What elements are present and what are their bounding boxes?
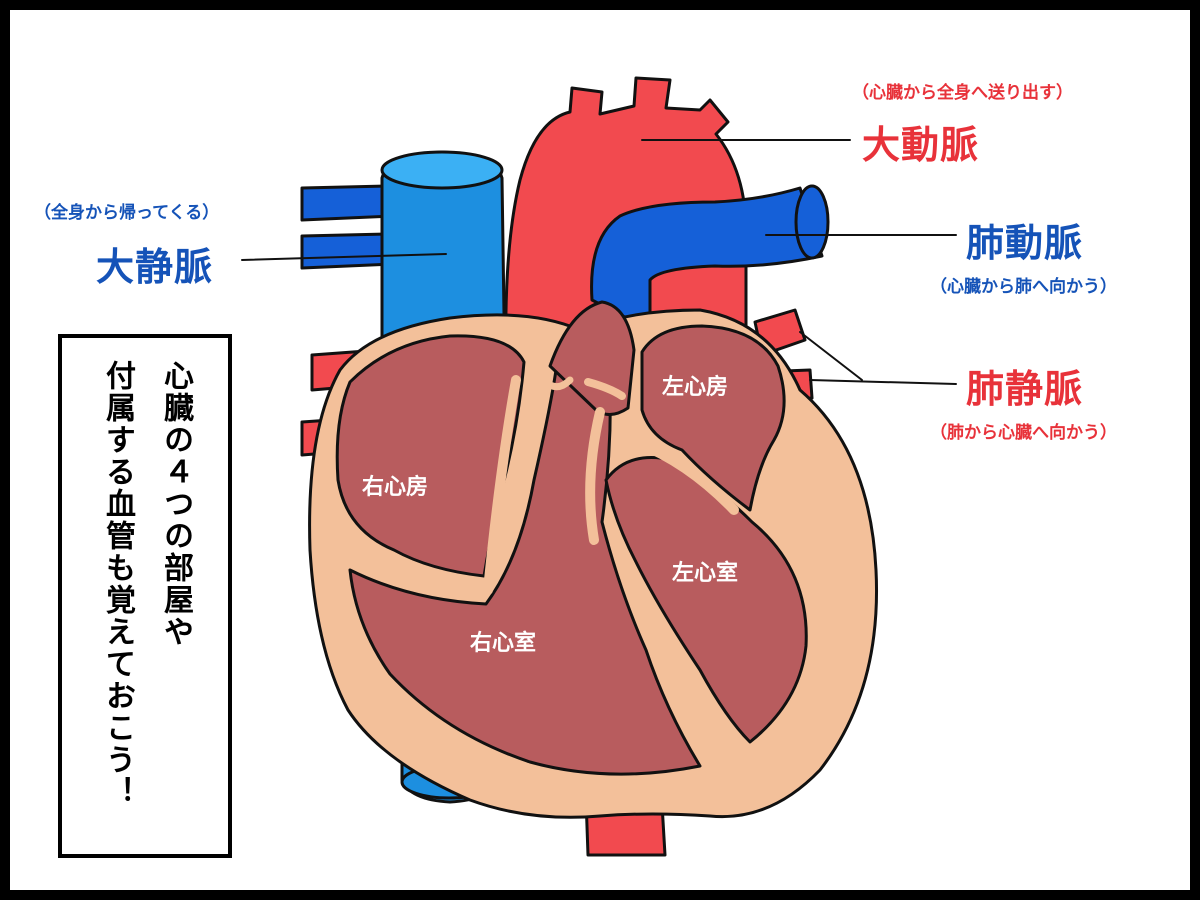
memo-line-1: 心臓の４つの部屋や	[158, 360, 193, 648]
vena-cava-description: （全身から帰ってくる）	[34, 203, 220, 223]
septum-strand-4	[584, 378, 626, 400]
right-atrium-label: 右心房	[362, 474, 428, 500]
septum-strand-2	[585, 407, 605, 545]
aorta-label: 大動脈	[862, 123, 980, 167]
pulmonary-vein-description: （肺から心臓へ向かう）	[930, 423, 1117, 443]
memo-note-box: 心臓の４つの部屋や 付属する血管も覚えておこう！	[58, 334, 232, 858]
right-ventricle	[348, 368, 702, 776]
aortic-root	[548, 300, 636, 416]
pulmonary-artery-label: 肺動脈	[966, 221, 1084, 265]
leader-pulmonary-vein-b	[809, 379, 957, 385]
septum-strand-5	[526, 356, 574, 391]
septum-strand-3	[625, 435, 739, 515]
vena-cava-branch-lower	[300, 232, 394, 270]
left-atrium-label: 左心房	[662, 374, 728, 400]
pulmonary-artery-description: （心臓から肺へ向かう）	[930, 277, 1117, 297]
pulmonary-artery	[590, 186, 824, 332]
memo-line-2: 付属する血管も覚えておこう！	[100, 360, 135, 808]
right-ventricle-label: 右心室	[470, 630, 536, 656]
pulmonary-vein-label: 肺静脈	[966, 367, 1084, 411]
superior-vena-cava-opening	[380, 150, 504, 190]
leader-vena-cava	[241, 253, 447, 261]
left-atrium	[640, 324, 786, 512]
pulmonary-artery-opening	[794, 184, 830, 260]
aorta-description: （心臓から全身へ送り出す）	[852, 83, 1073, 103]
septum-strand-1	[483, 375, 521, 595]
leader-pulmonary-vein-a	[799, 331, 863, 381]
diagram-frame: 右心房 右心室 左心房 左心室 （心臓から全身へ送り出す） 大動脈 （全身から帰…	[10, 10, 1190, 890]
heart-illustration: 右心房 右心室 左心房 左心室	[241, 76, 957, 857]
vena-cava-branch-upper	[300, 184, 394, 222]
left-ventricle-label: 左心室	[672, 560, 738, 586]
vena-cava-label: 大静脈	[96, 245, 214, 289]
